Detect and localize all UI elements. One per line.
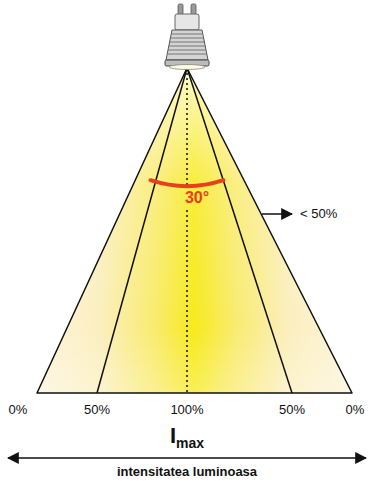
percent-label: 0% [9,403,28,418]
percent-label: 50% [279,403,305,418]
beam-outline [37,68,352,393]
symbol-subscript: max [176,435,204,451]
symbol-main: I [170,423,176,448]
light-beam [37,68,352,393]
center-axis [186,210,188,393]
intensity-axis [8,457,366,459]
angle-label: 30° [185,189,209,207]
axis-title: intensitatea luminoasa [117,465,257,480]
percent-label: 0% [346,403,365,418]
percent-label: 50% [84,403,110,418]
lamp [165,4,209,70]
pointer-arrow [262,213,292,215]
intensity-note: < 50% [300,207,337,222]
beam-fade [37,68,352,393]
angle-arc [151,180,224,186]
center-axis [186,68,188,186]
percent-label: 100% [170,403,203,418]
half-intensity-line [187,68,292,393]
half-intensity-line [97,68,187,393]
